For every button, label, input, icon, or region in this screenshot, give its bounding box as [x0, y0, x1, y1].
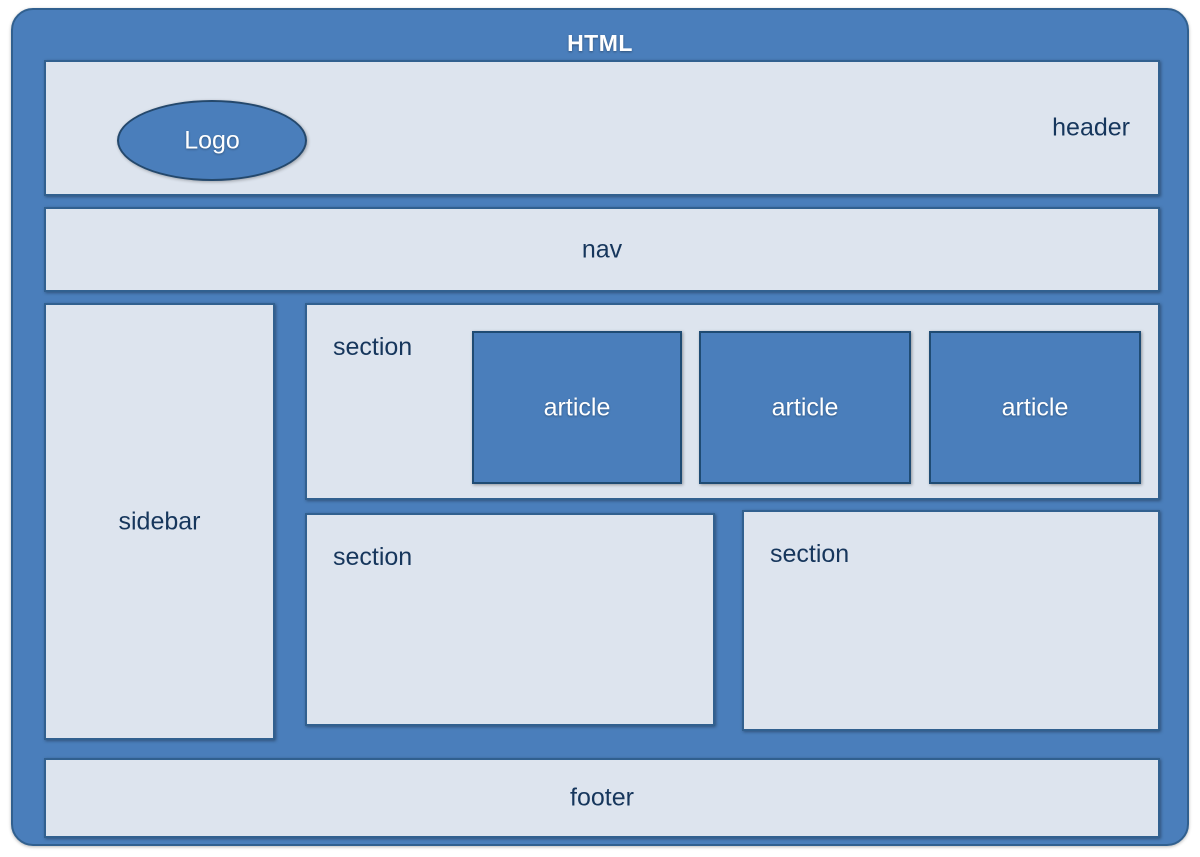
article-block: article	[472, 331, 682, 484]
article-block: article	[699, 331, 911, 484]
section-bottom-right-label: section	[770, 540, 850, 568]
nav-block: nav	[44, 207, 1160, 292]
header-label: header	[1052, 113, 1130, 142]
article-label: article	[543, 393, 611, 421]
html-root-container: HTML Logo header nav sidebar section art…	[11, 8, 1189, 846]
article-label: article	[771, 393, 839, 421]
section-bottom-left-label: section	[333, 543, 413, 571]
logo-ellipse: Logo	[117, 100, 307, 181]
article-label: article	[1001, 393, 1069, 421]
section-articles-label: section	[333, 333, 413, 361]
footer-label: footer	[570, 783, 634, 812]
footer-block: footer	[44, 758, 1160, 838]
header-block: Logo header	[44, 60, 1160, 196]
nav-label: nav	[581, 235, 623, 263]
sidebar-block: sidebar	[44, 303, 275, 740]
sidebar-label: sidebar	[118, 507, 201, 535]
article-block: article	[929, 331, 1141, 484]
logo-label: Logo	[184, 126, 240, 154]
section-bottom-left-block: section	[305, 513, 715, 726]
section-articles-block: section article article article	[305, 303, 1160, 500]
section-bottom-right-block: section	[742, 510, 1160, 731]
html-root-title: HTML	[567, 30, 633, 56]
